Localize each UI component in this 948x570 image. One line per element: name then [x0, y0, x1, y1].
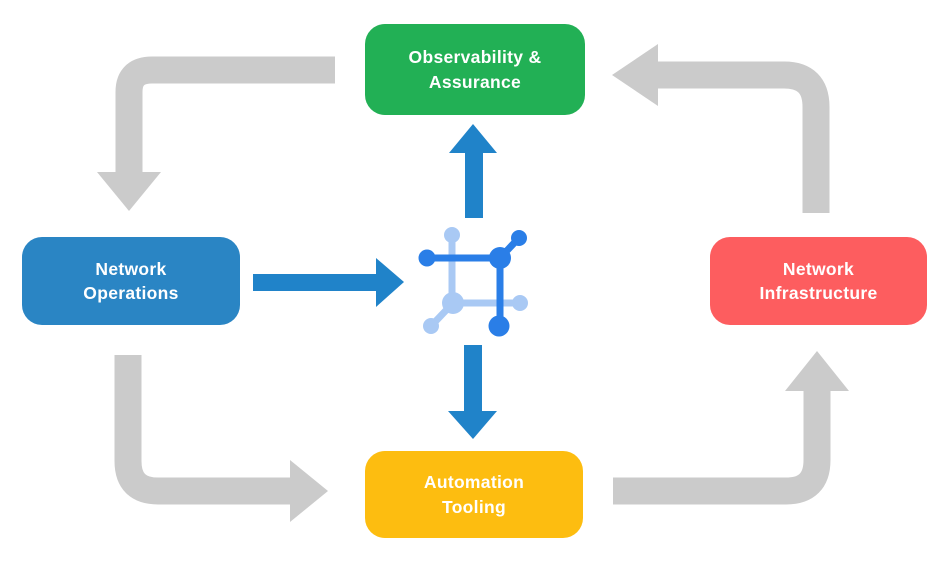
node-automation-tooling: Automation Tooling [365, 451, 583, 538]
node-infrastructure-label: Network Infrastructure [759, 258, 878, 304]
node-network-operations: Network Operations [22, 237, 240, 325]
node-observability-label: Observability & Assurance [408, 47, 542, 92]
arrow-automation-to-infrastructure [613, 351, 849, 505]
arrow-operations-to-center [253, 258, 404, 307]
node-operations-label: Network Operations [83, 258, 179, 304]
arrow-center-to-observability [449, 124, 497, 218]
node-automation-label: Automation Tooling [423, 472, 525, 517]
arrow-center-to-automation [448, 345, 497, 439]
network-mesh-icon [418, 227, 528, 337]
arrow-observability-to-operations [97, 56, 335, 211]
arrow-operations-to-automation [114, 355, 328, 522]
arrow-infrastructure-to-observability [612, 44, 830, 213]
node-observability-assurance: Observability & Assurance [365, 24, 585, 115]
node-network-infrastructure: Network Infrastructure [710, 237, 927, 325]
